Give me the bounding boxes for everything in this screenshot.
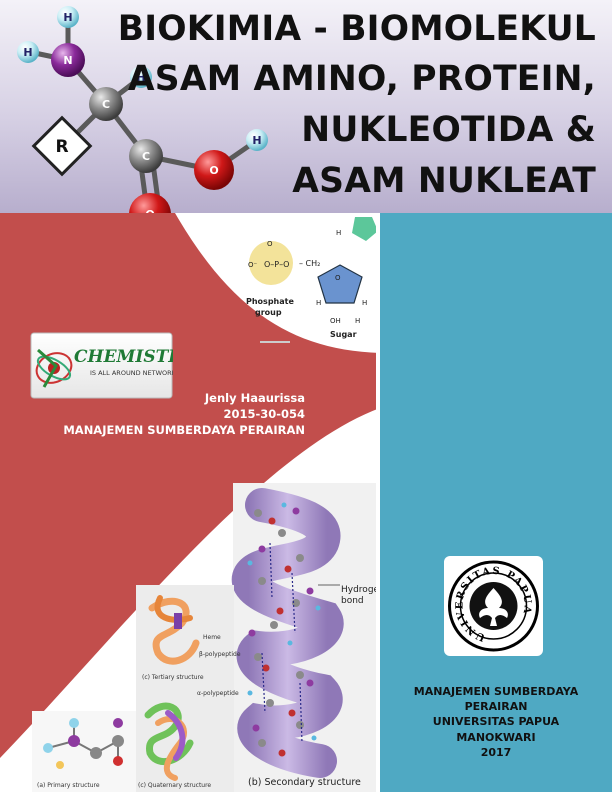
hydrogen-bond-label: bond	[341, 596, 364, 606]
svg-text:O: O	[335, 274, 341, 282]
university-line: MANAJEMEN SUMBERDAYA	[413, 685, 579, 698]
svg-text:H: H	[336, 229, 341, 237]
title-line: NUKLEOTIDA &	[301, 110, 596, 150]
svg-text:H: H	[252, 134, 261, 147]
phosphate-label: group	[255, 308, 282, 317]
svg-text:O: O	[145, 208, 154, 213]
svg-text:H: H	[23, 46, 32, 59]
title-line: BIOKIMIA - BIOMOLEKUL	[117, 9, 596, 49]
secondary-structure-helix: Hydrogen bond (b) Secondary structure	[232, 488, 380, 788]
svg-text:H: H	[362, 299, 367, 307]
left-panel-artwork: O–P–O O O⁻ – CH₂ O H H OH H H Phosphate …	[0, 213, 380, 792]
oxygen-atom: O	[194, 150, 234, 190]
title-line: ASAM NUKLEAT	[292, 161, 596, 201]
svg-text:N: N	[63, 54, 72, 67]
university-logo: UNIVERSITAS PAPUA	[444, 556, 543, 656]
header-banner: H H N C H R C O H O BIOKIMIA - BIOMOLEKU…	[0, 0, 612, 213]
r-group: R	[31, 115, 93, 177]
primary-structure-caption: (a) Primary structure	[37, 782, 100, 789]
hydrogen-atom: H	[17, 41, 39, 63]
hydrogen-bond-label: Hydrogen	[341, 585, 380, 595]
svg-text:C: C	[142, 150, 150, 163]
svg-text:C: C	[102, 98, 110, 111]
svg-text:OH: OH	[330, 317, 341, 325]
hydrogen-atom: H	[246, 129, 268, 151]
a-polypeptide-label: α-polypeptide	[197, 690, 239, 697]
university-line: PERAIRAN	[464, 700, 528, 714]
right-panel	[380, 213, 612, 792]
study-program: MANAJEMEN SUMBERDAYA PERAIRAN	[63, 423, 305, 437]
university-line: 2017	[480, 745, 512, 759]
author-name: Jenly Haaurissa	[204, 391, 305, 405]
student-id: 2015-30-054	[223, 407, 305, 421]
svg-text:O: O	[267, 240, 273, 248]
left-panel: O–P–O O O⁻ – CH₂ O H H OH H H Phosphate …	[0, 213, 380, 792]
phosphate-label: Phosphate	[246, 297, 294, 306]
hydrogen-atom: H	[130, 66, 152, 88]
university-line: MANOKWARI	[456, 730, 536, 744]
amino-acid-molecule: H H N C H R C O H O	[17, 6, 268, 213]
heme-label: Heme	[203, 634, 221, 641]
b-polypeptide-label: β-polypeptide	[199, 651, 241, 658]
author-block: Jenly Haaurissa 2015-30-054 MANAJEMEN SU…	[20, 390, 305, 438]
carbon-atom: C	[129, 139, 163, 173]
svg-text:– CH₂: – CH₂	[299, 259, 320, 268]
svg-text:O: O	[209, 164, 218, 177]
svg-text:O–P–O: O–P–O	[264, 260, 289, 269]
chemistry-brand-text: CHEMISTRY	[74, 347, 173, 367]
svg-text:H: H	[355, 317, 360, 325]
tertiary-structure: Heme β-polypeptide (c) Tertiary structur…	[142, 595, 241, 681]
university-line: UNIVERSITAS PAPUA	[432, 715, 560, 729]
svg-text:H: H	[63, 11, 72, 24]
carbon-atom: C	[89, 87, 123, 121]
secondary-structure-caption: (b) Secondary structure	[248, 777, 361, 788]
svg-text:R: R	[55, 137, 68, 157]
quaternary-structure-caption: (c) Quaternary structure	[138, 782, 211, 789]
university-block: MANAJEMEN SUMBERDAYA PERAIRAN UNIVERSITA…	[384, 684, 608, 760]
title-line: ASAM AMINO, PROTEIN,	[127, 59, 596, 99]
panel-divider	[376, 213, 380, 792]
chemistry-network-logo: CHEMISTRY IS ALL AROUND NETWORK	[30, 332, 196, 399]
chemistry-tagline: IS ALL AROUND NETWORK	[90, 369, 173, 377]
svg-text:O⁻: O⁻	[248, 261, 258, 269]
sugar-label: Sugar	[330, 330, 357, 339]
svg-text:H: H	[136, 71, 145, 84]
nucleotide-diagram: O–P–O O O⁻ – CH₂ O H H OH H H Phosphate …	[246, 217, 378, 343]
oxygen-atom: O	[129, 193, 171, 213]
svg-text:H: H	[316, 299, 321, 307]
tertiary-structure-caption: (c) Tertiary structure	[142, 674, 204, 681]
primary-structure: (a) Primary structure	[37, 718, 124, 789]
hydrogen-atom: H	[57, 6, 79, 28]
nitrogen-atom: N	[51, 43, 85, 77]
quaternary-structure: α-polypeptide (c) Quaternary structure	[138, 690, 239, 789]
